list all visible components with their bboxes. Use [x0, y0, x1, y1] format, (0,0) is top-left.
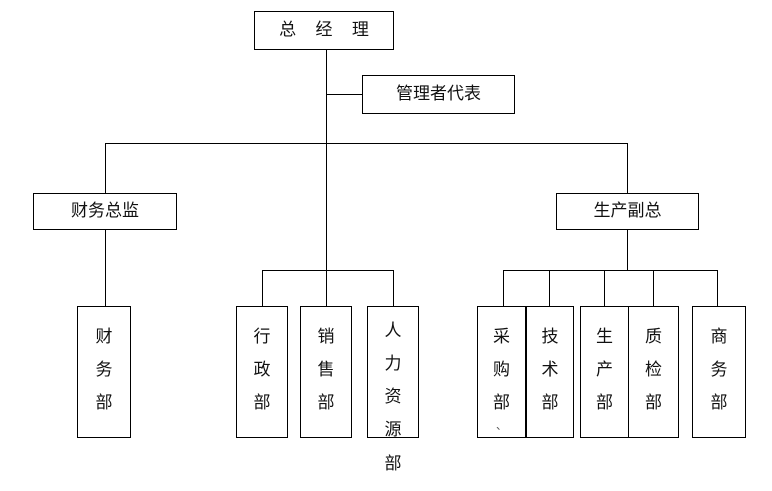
node-finance-dept-label: 财务部 [95, 327, 113, 414]
connector-gm-to-mgmt-rep [326, 94, 362, 95]
node-finance-director-label: 财务总监 [71, 201, 139, 221]
connector-drop-technology [549, 270, 550, 306]
connector-drop-sales [326, 270, 327, 306]
connector-center-trunk [326, 143, 327, 270]
connector-production-vp-trunk [627, 230, 628, 270]
connector-drop-hr [393, 270, 394, 306]
node-quality-dept-label: 质检部 [645, 327, 662, 414]
node-production-vp[interactable]: 生产副总 [556, 193, 699, 230]
connector-drop-admin [262, 270, 263, 306]
node-business-dept-label: 商务部 [710, 327, 728, 414]
node-admin-dept[interactable]: 行政部 [236, 306, 288, 438]
node-finance-director[interactable]: 财务总监 [33, 193, 177, 230]
connector-right-bus [503, 270, 718, 271]
node-management-representative-label: 管理者代表 [396, 84, 481, 104]
node-purchasing-dept[interactable]: 采购部 [477, 306, 526, 438]
node-admin-dept-label: 行政部 [253, 327, 271, 414]
connector-drop-business [717, 270, 718, 306]
connector-finance-director-to-dept [105, 230, 106, 306]
connector-drop-quality [653, 270, 654, 306]
node-management-representative[interactable]: 管理者代表 [362, 75, 515, 114]
node-technology-dept[interactable]: 技术部 [525, 306, 574, 438]
node-general-manager[interactable]: 总 经 理 [254, 11, 394, 50]
connector-main-bus [105, 143, 627, 144]
node-finance-dept[interactable]: 财务部 [77, 306, 131, 438]
node-hr-dept-label: 人力资源部 [384, 321, 402, 474]
node-production-dept[interactable]: 生产部 [580, 306, 629, 438]
node-business-dept[interactable]: 商务部 [692, 306, 746, 438]
node-quality-dept[interactable]: 质检部 [628, 306, 679, 438]
node-sales-dept[interactable]: 销售部 [300, 306, 352, 438]
connector-drop-production-vp [627, 143, 628, 193]
connector-drop-purchasing [503, 270, 504, 306]
connector-middle-bus [262, 270, 394, 271]
connector-drop-production-dept [604, 270, 605, 306]
stray-mark-artifact: 、 [496, 419, 507, 432]
connector-gm-trunk [326, 50, 327, 144]
node-technology-dept-label: 技术部 [541, 327, 559, 414]
connector-drop-finance-director [105, 143, 106, 193]
node-purchasing-dept-label: 采购部 [493, 327, 510, 414]
node-sales-dept-label: 销售部 [317, 327, 335, 414]
node-hr-dept[interactable]: 人力资源部 [367, 306, 419, 474]
node-production-dept-label: 生产部 [596, 327, 613, 414]
node-production-vp-label: 生产副总 [593, 201, 662, 221]
node-general-manager-label: 总 经 理 [279, 20, 376, 40]
